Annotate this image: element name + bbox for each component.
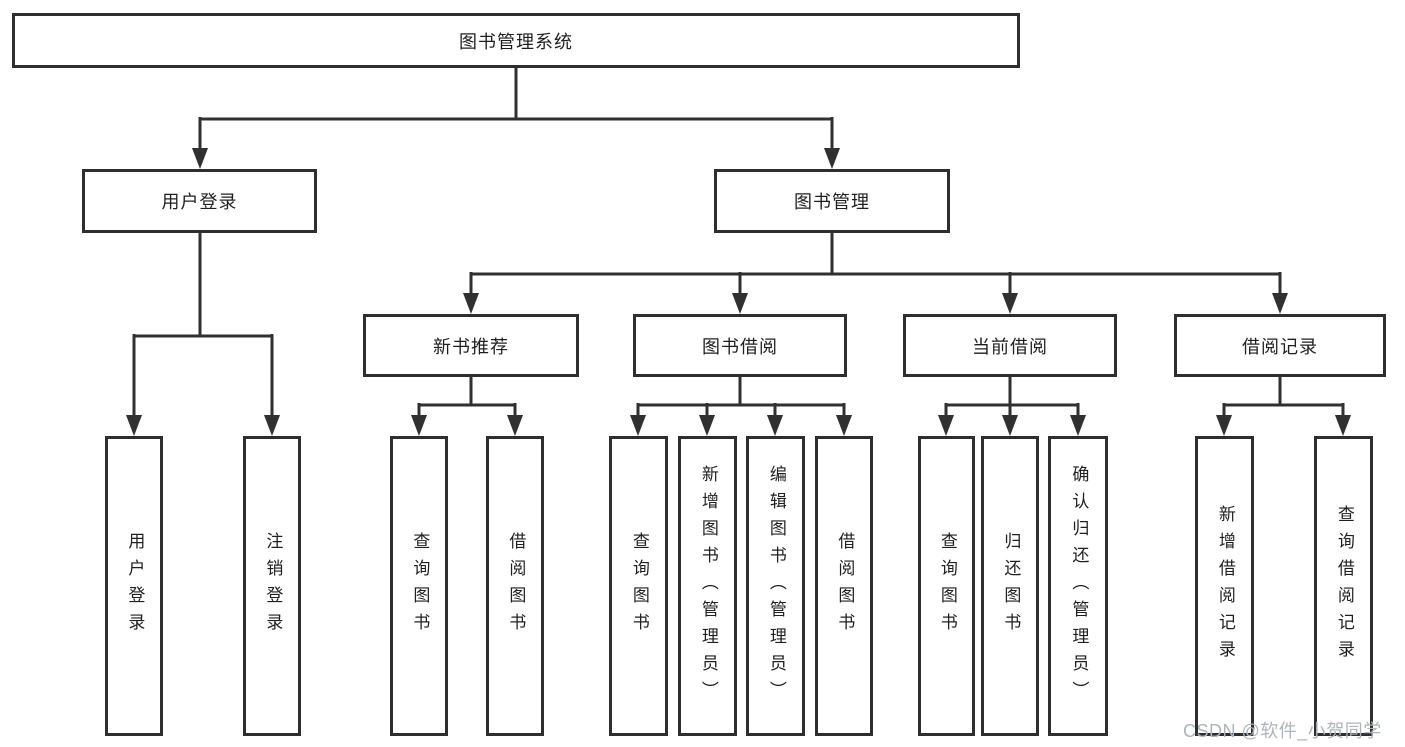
leaf-recommend-borrow-books: 借阅图书 [486,436,544,736]
node-label: 用户登录 [125,532,145,640]
node-label: 借阅图书 [506,532,526,640]
csdn-watermark: CSDN @软件_小贺同学 [1183,721,1382,741]
node-label: 借阅图书 [835,532,855,640]
node-system-root: 图书管理系统 [12,13,1020,68]
node-user-login: 用户登录 [82,169,317,233]
node-label: 注销登录 [263,532,283,640]
node-label: 编辑图书（管理员） [766,464,786,708]
leaf-current-confirm-return-admin: 确认归还（管理员） [1048,436,1108,736]
leaf-borrow-borrow-books: 借阅图书 [815,436,873,736]
node-label: 新增图书（管理员） [698,464,718,708]
node-label: 借阅记录 [1242,336,1318,357]
leaf-borrow-edit-books-admin: 编辑图书（管理员） [746,436,805,736]
leaf-current-query-books: 查询图书 [918,436,975,736]
leaf-borrow-add-books-admin: 新增图书（管理员） [678,436,737,736]
node-book-borrow: 图书借阅 [633,314,847,377]
leaf-records-add-record: 新增借阅记录 [1195,436,1254,736]
node-label: 查询借阅记录 [1334,505,1354,667]
node-label: 新书推荐 [433,336,509,357]
node-label: 图书管理系统 [459,31,573,52]
arrowheads [126,148,1351,436]
leaf-logout: 注销登录 [243,436,301,736]
node-book-management: 图书管理 [714,169,950,233]
leaf-borrow-query-books: 查询图书 [609,436,668,736]
node-label: 图书管理 [794,192,870,212]
leaf-records-query-record: 查询借阅记录 [1314,436,1373,736]
node-label: 归还图书 [1001,532,1021,640]
node-label: 图书借阅 [702,336,778,357]
node-label: 当前借阅 [972,336,1048,357]
node-label: 查询图书 [937,532,957,640]
node-new-book-recommend: 新书推荐 [363,314,579,377]
leaf-recommend-query-books: 查询图书 [390,436,448,736]
leaf-current-return-books: 归还图书 [981,436,1039,736]
node-label: 新增借阅记录 [1215,505,1235,667]
node-label: 用户登录 [161,192,238,212]
node-current-borrow: 当前借阅 [903,314,1117,377]
node-borrow-records: 借阅记录 [1174,314,1386,377]
node-label: 查询图书 [410,532,430,640]
node-label: 查询图书 [629,532,649,640]
node-label: 确认归还（管理员） [1069,464,1089,708]
leaf-user-login: 用户登录 [105,436,163,736]
